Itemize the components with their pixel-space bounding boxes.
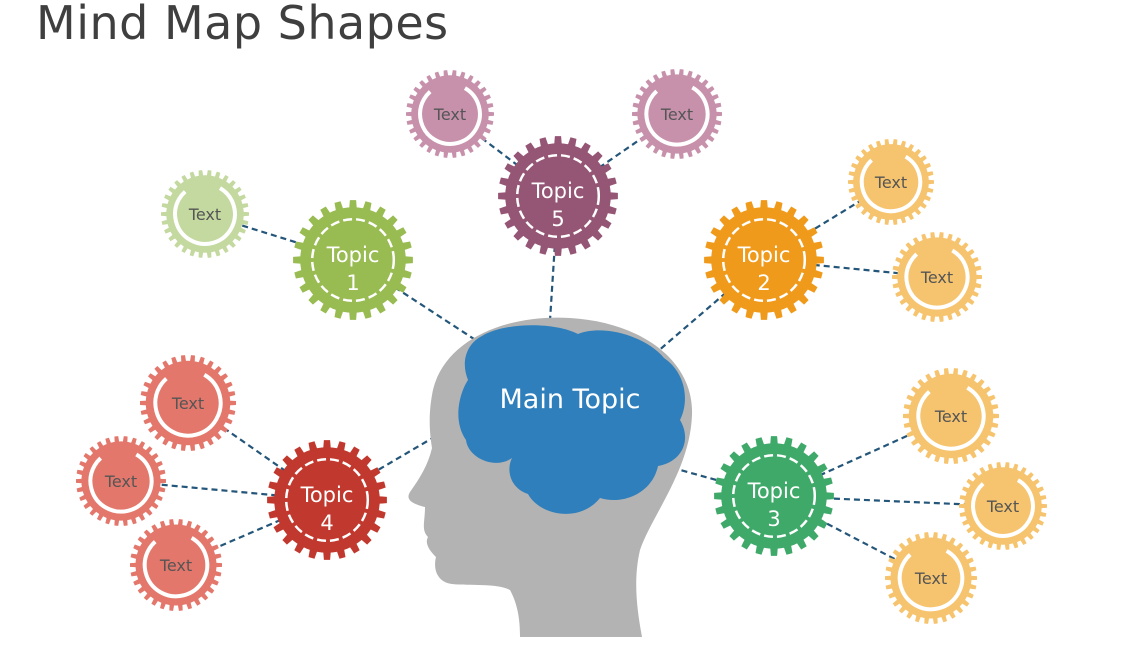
topic-2-subtopic-label-1: Text <box>874 173 907 192</box>
main-topic-cloud <box>458 325 686 514</box>
topic-4-subtopic-gear-3-body <box>135 524 217 606</box>
topic-4-subtopic-gear-1-body <box>145 360 231 446</box>
topic-3-subtopic-gear-1: Text <box>903 368 999 464</box>
topic-3-subtopic-gear-2-body <box>964 467 1042 545</box>
topic-5-subtopic-label-2: Text <box>660 105 693 124</box>
topic-3-subtopic-gear-1-ring <box>916 381 986 451</box>
topic-2-gear-ring <box>721 217 807 303</box>
topic-4-subtopic-gear-2-body <box>81 441 161 521</box>
topic-4-label-line2: 4 <box>320 511 333 535</box>
topic-4-subtopic-gear-2: Text <box>76 436 166 526</box>
topic-1-gear-body <box>300 207 406 313</box>
topic-3-subtopic-label-3: Text <box>914 569 947 588</box>
topic-4-gear: Topic 4 <box>267 440 387 560</box>
topic-3-subtopic-label-1: Text <box>934 407 967 426</box>
connector-main-to-topic-1 <box>352 259 498 355</box>
topic-1-label-line2: 1 <box>346 271 359 295</box>
topic-5-subtopic-gear-1: Text <box>406 70 494 158</box>
connector-main-to-topic-4 <box>326 415 471 501</box>
topic-1-subtopic-gear-1: Text <box>161 170 249 258</box>
topic-2-subtopic-gear-2-body <box>897 237 977 317</box>
topic-5-label-line1: Topic <box>531 179 585 203</box>
topic-3-subtopic-gear-2: Text <box>959 462 1047 550</box>
topic-2-gear: Topic 2 <box>704 200 824 320</box>
topic-4-subtopic-gear-3-ring <box>142 531 210 599</box>
topic-2-subtopic-gear-1: Text <box>848 139 934 225</box>
topic-5-gear-body <box>505 143 611 249</box>
main-topic-label: Main Topic <box>500 384 641 415</box>
topic-1-subtopic-gear-1-ring <box>173 182 237 246</box>
topic-3-subtopic-gear-1-body <box>908 373 994 459</box>
topic-2-subtopic-label-2: Text <box>920 268 953 287</box>
topic-4-gear-ring <box>284 457 370 543</box>
topic-3-subtopic-label-2: Text <box>986 497 1019 516</box>
topic-4-subtopic-label-2: Text <box>104 472 137 491</box>
topic-4-subtopic-gear-2-ring <box>88 448 154 514</box>
topic-5-subtopic-label-1: Text <box>433 105 466 124</box>
topic-3-label-line1: Topic <box>747 479 801 503</box>
topic-5-gear: Topic 5 <box>498 136 618 256</box>
topic-3-gear-body <box>721 443 827 549</box>
topic-2-label-line1: Topic <box>737 243 791 267</box>
topic-3-subtopic-gear-3-body <box>890 537 972 619</box>
topic-4-subtopic-label-3: Text <box>159 556 192 575</box>
topic-5-subtopic-gear-2-body <box>637 74 717 154</box>
topic-1-subtopic-gear-1-body <box>166 175 244 253</box>
topic-5-subtopic-gear-1-body <box>411 75 489 153</box>
topic-4-subtopic-label-1: Text <box>171 394 204 413</box>
topic-3-subtopic-gear-2-ring <box>971 474 1035 538</box>
topic-4-subtopic-gear-3: Text <box>130 519 222 611</box>
topic-2-label-line2: 2 <box>757 271 770 295</box>
topic-1-gear: Topic 1 <box>293 200 413 320</box>
topic-4-subtopic-gear-1: Text <box>140 355 236 451</box>
topic-5-subtopic-gear-1-ring <box>418 82 482 146</box>
topic-5-label-line2: 5 <box>551 207 564 231</box>
topic-1-gear-ring <box>310 217 396 303</box>
connector-topic-4-sub-3 <box>175 498 328 567</box>
topic-3-gear: Topic 3 <box>714 436 834 556</box>
topic-2-subtopic-gear-2: Text <box>892 232 982 322</box>
topic-3-subtopic-gear-3: Text <box>885 532 977 624</box>
topic-2-subtopic-gear-1-body <box>853 144 929 220</box>
topic-4-gear-body <box>274 447 380 553</box>
topic-5-gear-ring <box>515 153 601 239</box>
topic-1-subtopic-label-1: Text <box>188 205 221 224</box>
page-title: Mind Map Shapes <box>36 0 449 50</box>
topic-5-subtopic-gear-2: Text <box>632 69 722 159</box>
topic-3-gear-ring <box>731 453 817 539</box>
topic-4-label-line1: Topic <box>300 483 354 507</box>
topic-3-label-line2: 3 <box>767 507 780 531</box>
topic-2-gear-body <box>711 207 817 313</box>
topic-1-label-line1: Topic <box>326 243 380 267</box>
gears: TextTopic1TextTextTopic2TextTextTextTopi… <box>76 69 1047 624</box>
